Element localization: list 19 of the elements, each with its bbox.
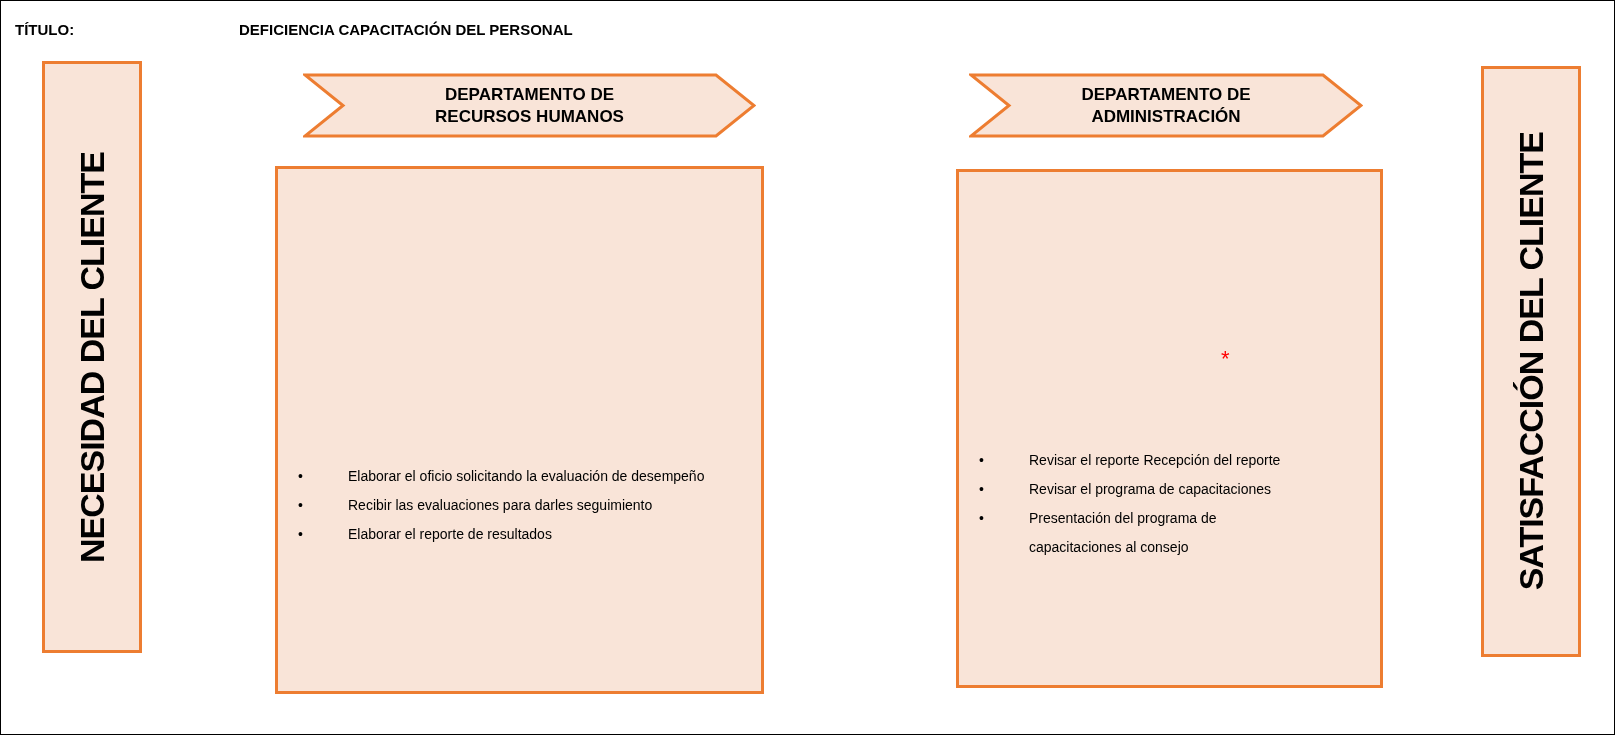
asterisk-mark: * [1221,346,1230,372]
bullet-item: • Revisar el programa de capacitaciones [979,479,1272,499]
banner-heading: NECESIDAD DEL CLIENTE [72,151,112,563]
process-box [956,169,1383,688]
bullet-item: • Recibir las evaluaciones para darles seguimiento [298,495,654,515]
chevron-banner [969,73,1363,138]
bullet-item: • Revisar el reporte Recepción del reporte [979,450,1282,470]
bullet-item: • Presentación del programa de capacitaciones al consejo [979,508,1218,557]
bullet-item: • Elaborar el oficio solicitando la evaluación de desempeño [298,466,706,486]
title: DEFICIENCIA CAPACITACIÓN DEL PERSONAL [239,21,573,38]
banner-heading: SATISFACCIÓN DEL CLIENTE [1511,132,1551,591]
side-banner [1481,66,1581,657]
side-banner [42,61,142,653]
banner-heading: DEPARTAMENTO DE ADMINISTRACIÓN [1080,83,1252,128]
banner-heading: DEPARTAMENTO DE RECURSOS HUMANOS [434,83,625,128]
title-label: TÍTULO: [15,21,75,38]
bullet-item: • Elaborar el reporte de resultados [298,524,553,544]
chevron-banner [303,73,756,138]
process-box [275,166,764,694]
